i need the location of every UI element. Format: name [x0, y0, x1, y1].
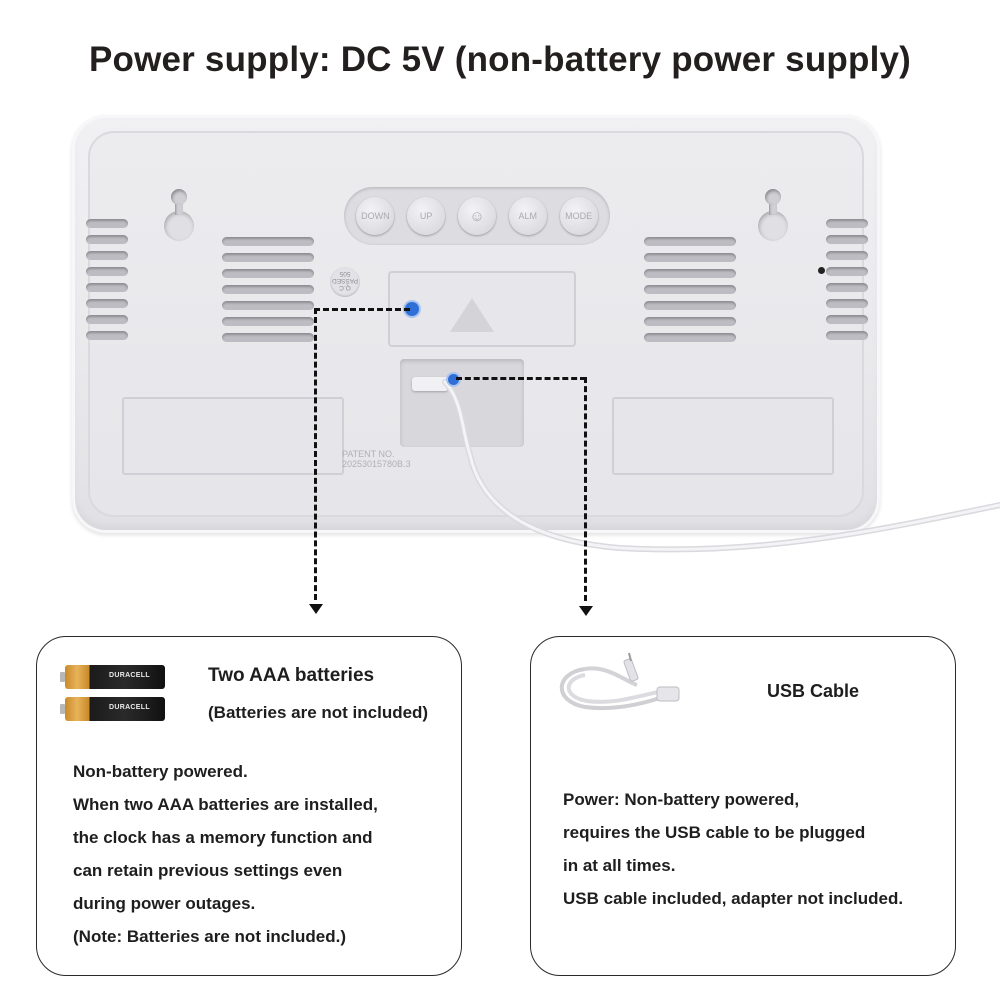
right-foot-cover	[612, 397, 834, 475]
clock-back-image: DOWN UP ☺ ALM MODE Q.C PASSED 505 PATENT…	[72, 115, 880, 533]
usb-plug	[412, 377, 448, 391]
battery-subheading: (Batteries are not included)	[208, 703, 429, 722]
battery-info-box: DURACELL DURACELL Two AAA batteries (Bat…	[36, 636, 462, 976]
open-arrow-icon	[450, 298, 494, 332]
usb-heading: USB Cable	[767, 681, 860, 701]
sensor-hole-icon	[818, 267, 825, 274]
usb-marker-dot	[448, 374, 459, 385]
usb-cable-icon	[559, 652, 680, 711]
battery-line: during power outages.	[73, 894, 256, 913]
battery-arrow-icon	[309, 604, 323, 614]
aaa-battery-icon: DURACELL	[60, 665, 165, 689]
battery-line: Non-battery powered.	[73, 762, 248, 781]
usb-line: Power: Non-battery powered,	[563, 790, 800, 809]
battery-line: (Note: Batteries are not included.)	[73, 927, 346, 946]
battery-description: Non-battery powered. When two AAA batter…	[73, 755, 378, 953]
down-button[interactable]: DOWN	[356, 197, 395, 235]
battery-line: When two AAA batteries are installed,	[73, 795, 378, 814]
battery-heading: Two AAA batteries	[208, 665, 375, 686]
patent-label: PATENT NO. 20253015780B.3	[342, 449, 411, 469]
right-outer-vent	[826, 219, 868, 340]
battery-leader-vertical	[314, 308, 317, 600]
usb-info-box: USB Cable Power: Non-battery powered, re…	[530, 636, 956, 976]
up-button[interactable]: UP	[407, 197, 446, 235]
battery-line: can retain previous settings even	[73, 861, 343, 880]
aaa-battery-icon: DURACELL	[60, 697, 165, 721]
usb-line: in at all times.	[563, 856, 676, 875]
usb-line: requires the USB cable to be plugged	[563, 823, 866, 842]
right-wall-mount-hole-icon	[756, 185, 790, 245]
clock-button-bar: DOWN UP ☺ ALM MODE	[344, 187, 610, 245]
usb-leader-horizontal	[456, 377, 586, 380]
left-outer-vent	[86, 219, 128, 340]
mode-button[interactable]: MODE	[559, 197, 598, 235]
left-wall-mount-hole-icon	[162, 185, 196, 245]
battery-line: the clock has a memory function and	[73, 828, 373, 847]
battery-compartment-cover	[388, 271, 576, 347]
page-title: Power supply: DC 5V (non-battery power s…	[88, 40, 912, 79]
left-inner-vent	[222, 237, 314, 342]
snooze-button[interactable]: ☺	[457, 197, 496, 235]
battery-marker-dot	[405, 302, 419, 316]
usb-leader-vertical	[584, 377, 587, 601]
battery-leader-horizontal	[314, 308, 410, 311]
usb-arrow-icon	[579, 606, 593, 616]
usb-description: Power: Non-battery powered, requires the…	[563, 783, 903, 915]
right-inner-vent	[644, 237, 736, 342]
left-foot-cover	[122, 397, 344, 475]
alarm-button[interactable]: ALM	[508, 197, 547, 235]
usb-line: USB cable included, adapter not included…	[563, 889, 904, 908]
